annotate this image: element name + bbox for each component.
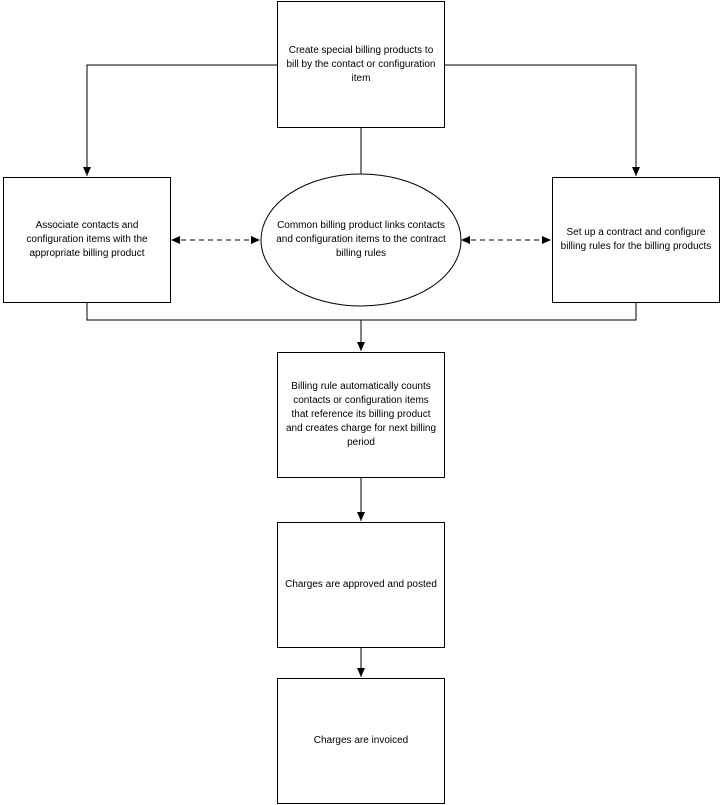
box-associate xyxy=(3,177,171,303)
label-approved: Charges are approved and posted xyxy=(285,579,437,590)
box-billing-rule xyxy=(277,352,445,478)
label-associate: Associate contacts and configuration ite… xyxy=(26,220,148,259)
label-setup-contract: Set up a contract and configure billing … xyxy=(560,227,712,252)
box-create-products xyxy=(277,1,445,128)
connector-create-to-contract xyxy=(445,64,640,176)
box-approved xyxy=(277,522,445,648)
label-create-products: Create special billing products to bill … xyxy=(286,45,436,84)
box-invoiced xyxy=(277,678,445,804)
connector-create-to-associate xyxy=(83,64,277,176)
label-common-product: Common billing product links contacts an… xyxy=(276,220,446,259)
box-setup-contract xyxy=(552,177,720,303)
label-invoiced: Charges are invoiced xyxy=(313,735,409,746)
label-billing-rule: Billing rule automatically counts contac… xyxy=(285,381,437,448)
